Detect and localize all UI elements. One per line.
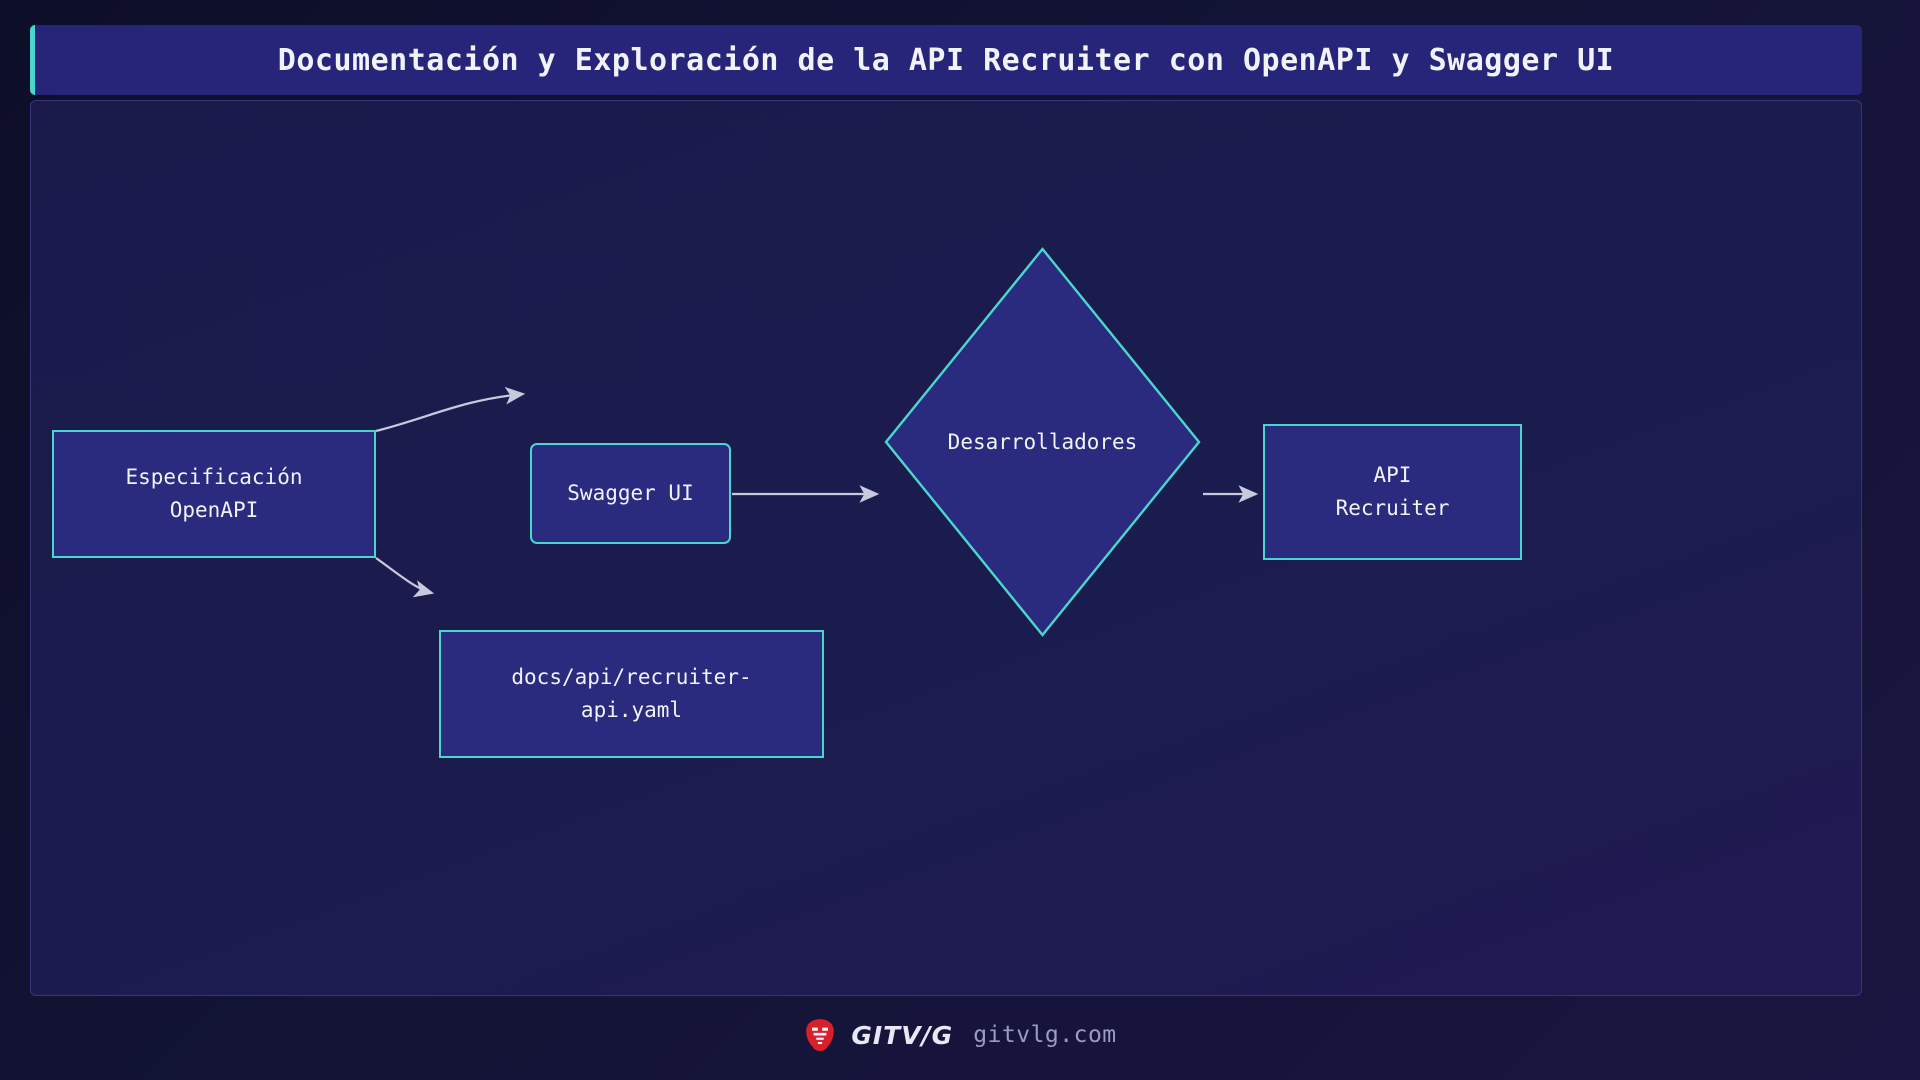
edge-spec-to-yaml bbox=[375, 557, 435, 598]
header-bar: Documentación y Exploración de la API Re… bbox=[30, 25, 1862, 95]
node-swagger-ui[interactable]: Swagger UI bbox=[530, 443, 731, 544]
node-especificacion-openapi[interactable]: Especificación OpenAPI bbox=[52, 430, 376, 558]
node-desarrolladores[interactable]: Desarrolladores bbox=[884, 247, 1201, 637]
brand-name: GITV/G bbox=[851, 1020, 954, 1050]
header-accent-bar bbox=[30, 25, 35, 95]
page-title: Documentación y Exploración de la API Re… bbox=[277, 42, 1615, 78]
node-api-recruiter[interactable]: API Recruiter bbox=[1263, 424, 1522, 560]
diamond-shape bbox=[884, 247, 1201, 637]
footer: GITV/G gitvlg.com bbox=[0, 1005, 1920, 1065]
brand-url: gitvlg.com bbox=[973, 1022, 1117, 1048]
node-recruiter-api-yaml[interactable]: docs/api/recruiter- api.yaml bbox=[439, 630, 824, 758]
diagram-canvas: Especificación OpenAPI Swagger UI docs/a… bbox=[30, 100, 1862, 996]
node-desarrolladores-label: Desarrolladores bbox=[947, 430, 1138, 454]
lion-head-icon bbox=[806, 1019, 835, 1051]
diagram-layer: Especificación OpenAPI Swagger UI docs/a… bbox=[31, 101, 1861, 995]
edge-spec-to-swagger bbox=[375, 386, 526, 433]
